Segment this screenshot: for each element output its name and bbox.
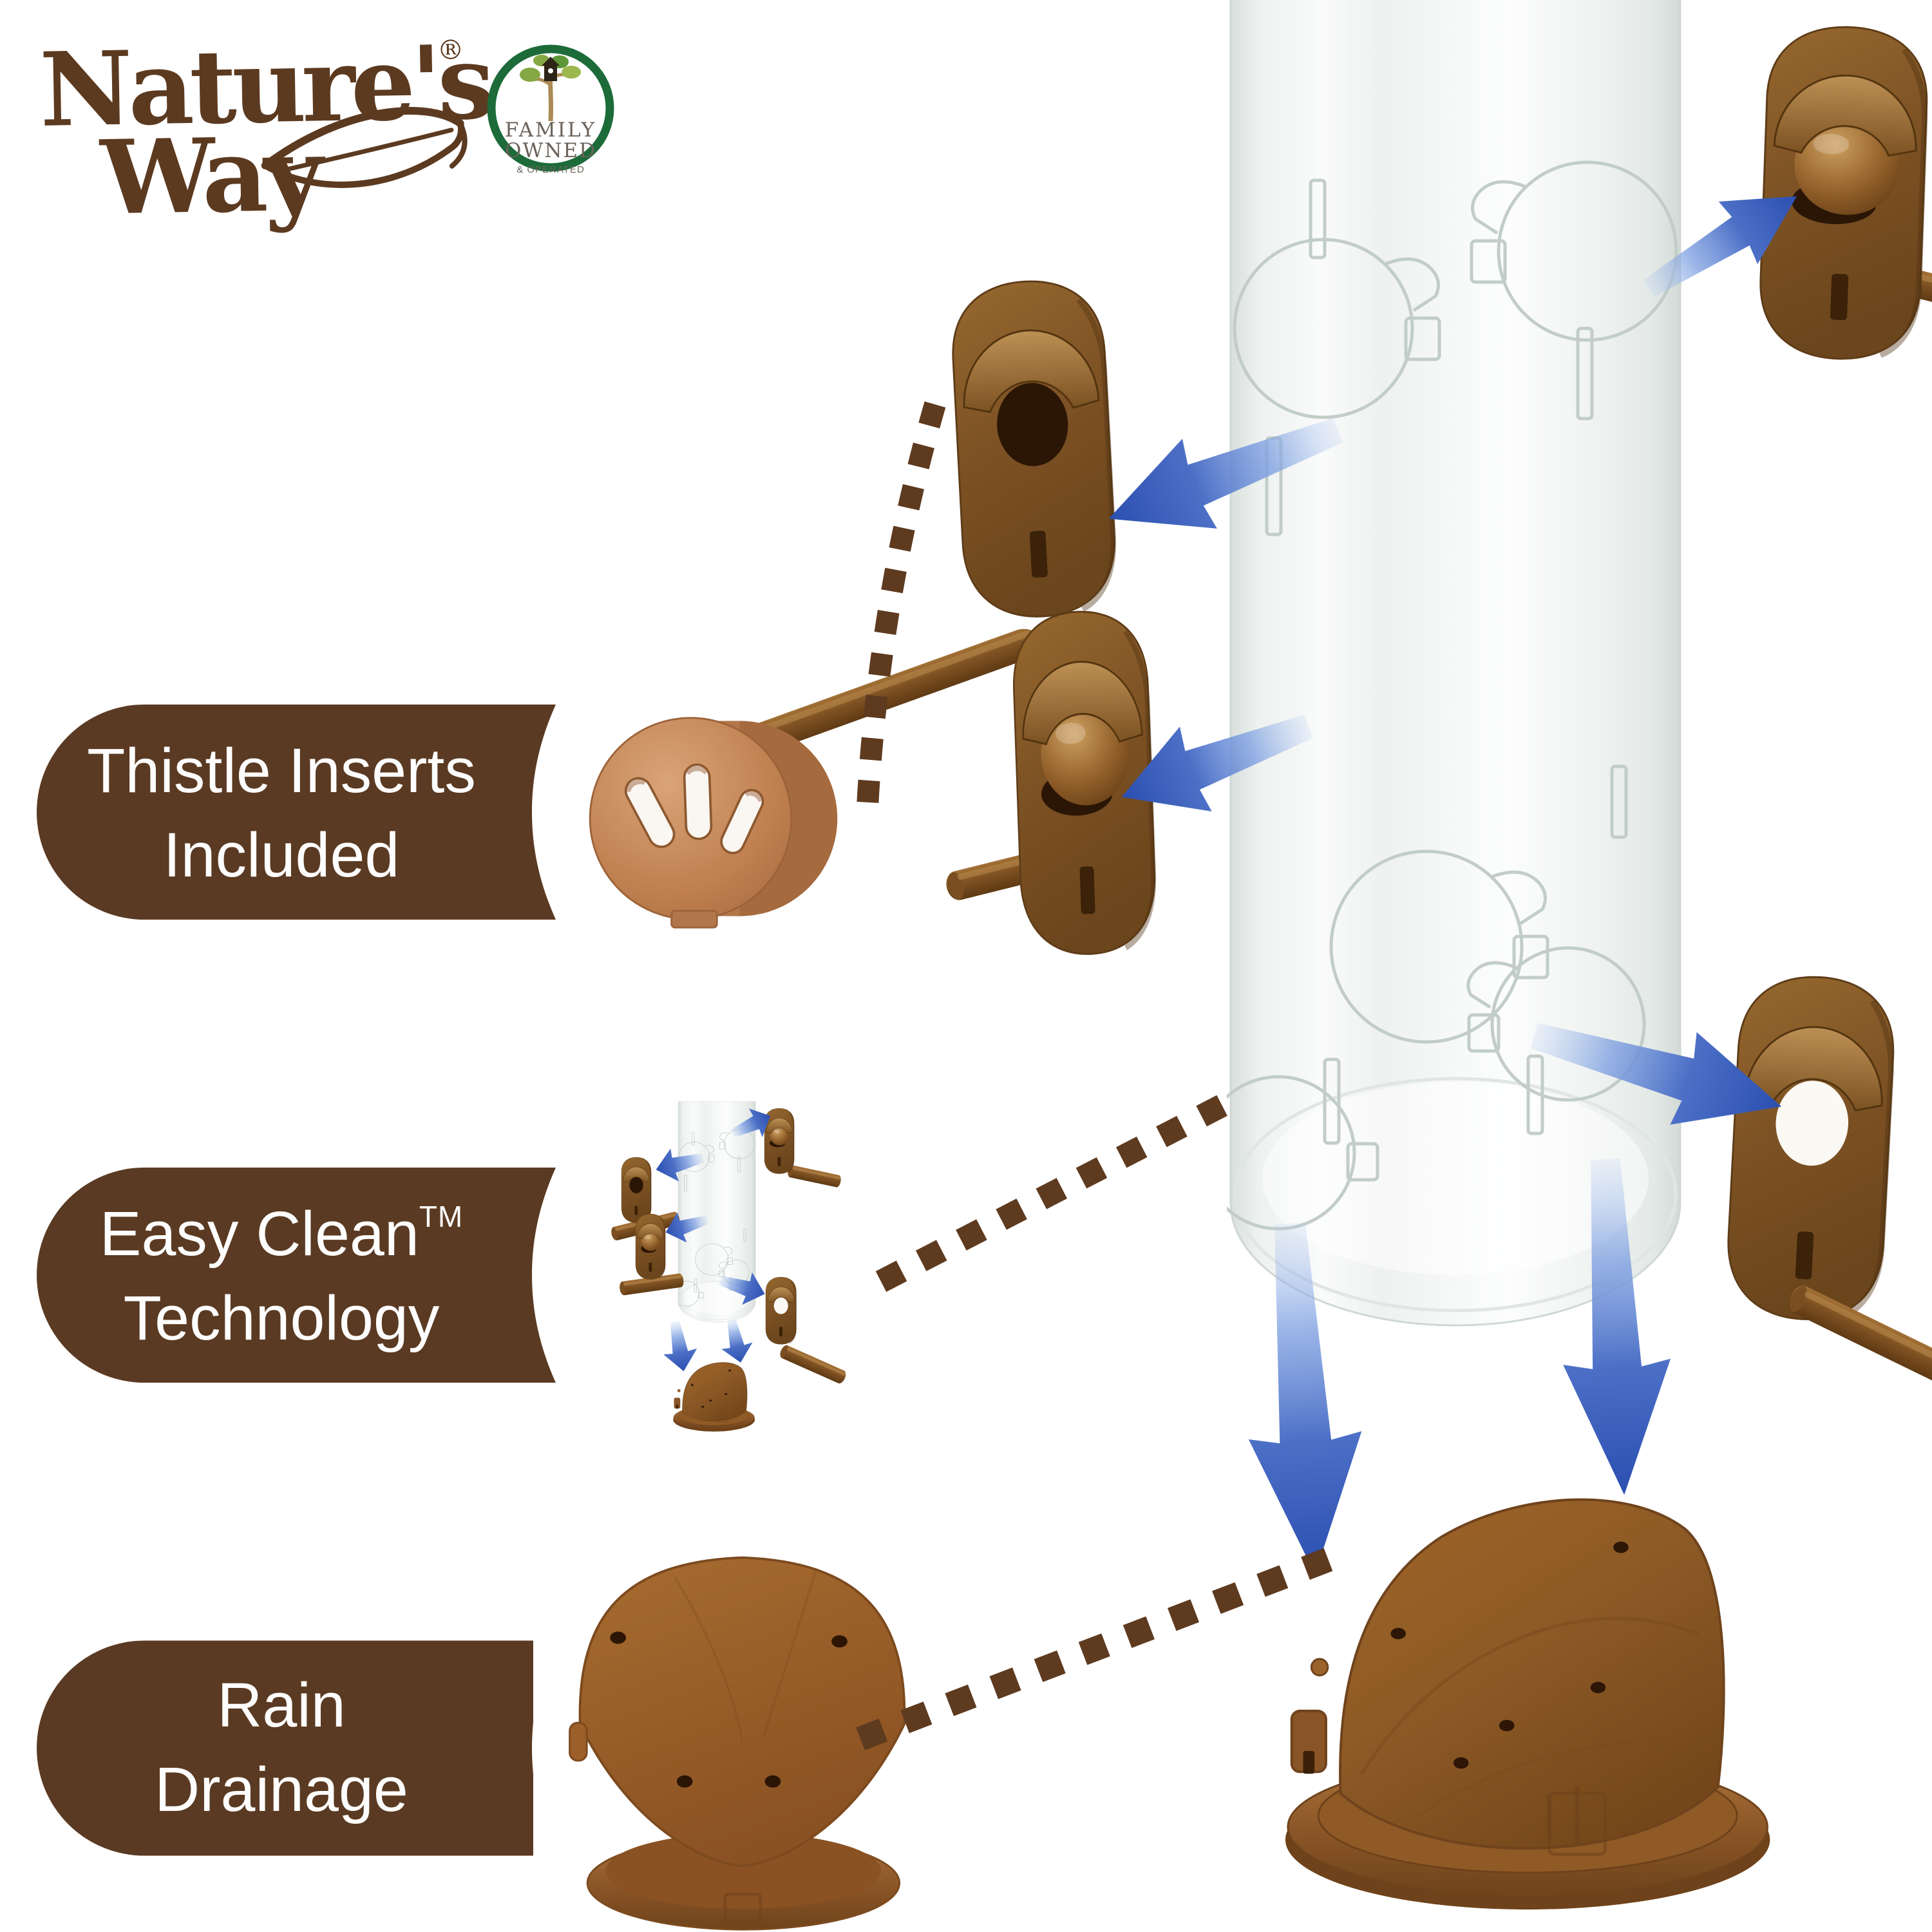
brand-registered-mark: ® <box>437 33 464 66</box>
badge-line3: & OPERATED <box>516 164 585 175</box>
dotted-connector-thistle <box>856 401 946 820</box>
brand-logo: Nature's ® Way <box>39 23 492 238</box>
callout-easy-clean: Easy CleanTM Technology <box>37 1168 581 1383</box>
callout-easyclean-line2: Technology <box>123 1283 440 1353</box>
callout-shape <box>37 1168 556 1383</box>
callout-rain-drainage: Rain Drainage <box>37 1639 581 1856</box>
dotted-connector-rain <box>856 1542 1349 1750</box>
trademark-superscript: TM <box>419 1200 464 1233</box>
feed-port-lower-right <box>1725 973 1932 1387</box>
badge-tree-icon <box>520 55 581 122</box>
logo-leaf-icon <box>261 107 468 188</box>
feeder-tube <box>1202 0 1680 1325</box>
badge-line2: OWNED <box>505 139 596 162</box>
dotted-connector-easy-clean <box>875 1086 1246 1292</box>
family-owned-badge: FAMILY OWNED & OPERATED <box>487 44 614 175</box>
feed-port-top-right <box>1758 24 1932 361</box>
badge-line1: FAMILY <box>505 118 596 142</box>
callout-shape <box>37 1640 556 1856</box>
callout-shape <box>37 705 556 920</box>
callout-rain-line1: Rain <box>217 1669 346 1740</box>
callout-thistle-inserts: Thistle Inserts Included <box>37 705 581 920</box>
brand-line1: Nature's <box>39 23 492 150</box>
callout-rain-line2: Drainage <box>155 1754 408 1824</box>
callout-easyclean-line1: Easy CleanTM <box>99 1198 464 1269</box>
thistle-insert-photo <box>590 718 837 928</box>
mini-exploded-feeder <box>610 1101 848 1432</box>
callout-thistle-line2: Included <box>163 819 400 890</box>
rain-base-photo <box>533 1539 949 1931</box>
callout-thistle-line1: Thistle Inserts <box>87 735 476 806</box>
base-photo-large <box>1285 1500 1770 1910</box>
